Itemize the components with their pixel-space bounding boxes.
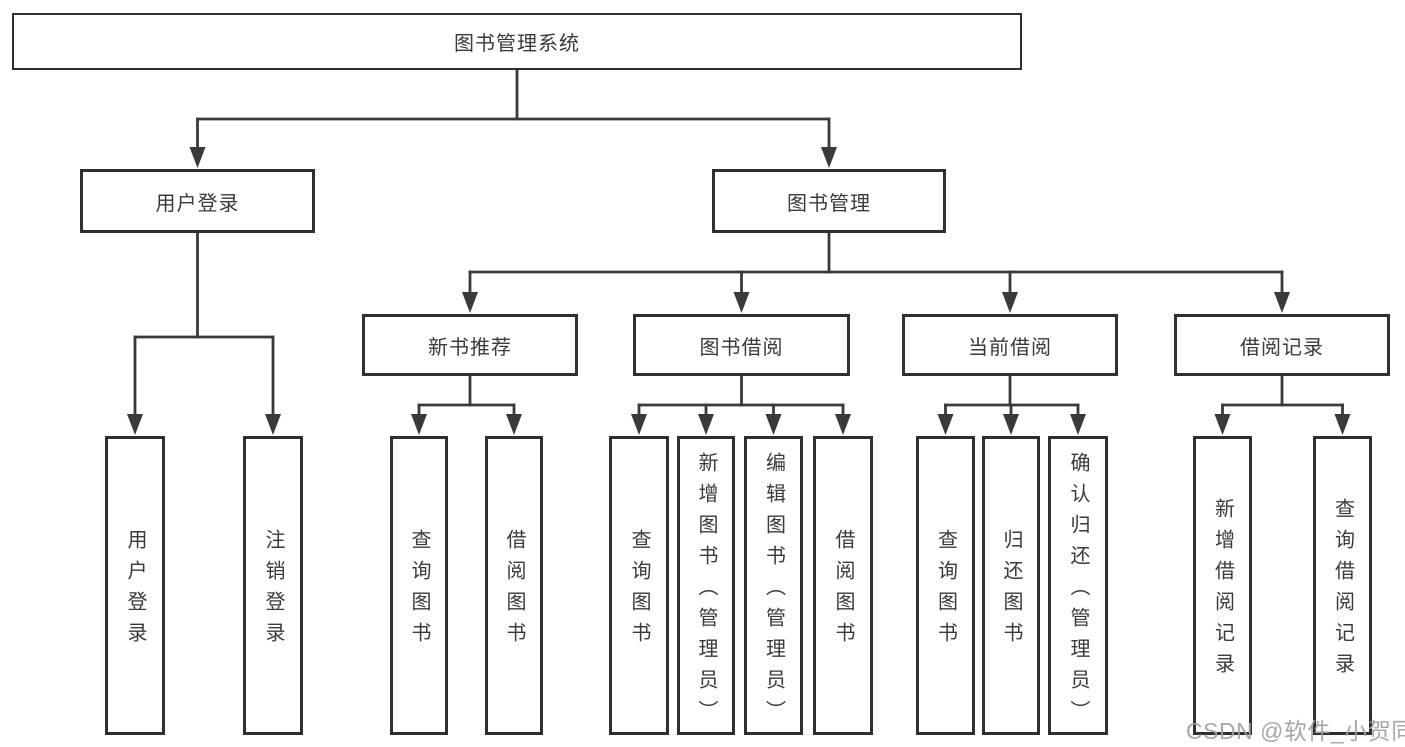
node-label: 编辑图书（管理员） xyxy=(762,451,785,731)
node-label: 用户登录 xyxy=(124,529,146,653)
leaf-edit-books-admin: 编辑图书（管理员） xyxy=(744,436,803,735)
node-label: 查询图书 xyxy=(628,529,650,653)
node-new-book-recommend: 新书推荐 xyxy=(362,314,578,376)
node-label: 借阅记录 xyxy=(1240,336,1324,359)
node-label: 图书管理 xyxy=(787,192,871,215)
node-label: 新增借阅记录 xyxy=(1211,498,1234,684)
node-label: 查询借阅记录 xyxy=(1331,498,1354,684)
node-label: 查询图书 xyxy=(408,529,430,653)
node-label: 当前借阅 xyxy=(968,336,1052,359)
watermark-csdn: CSDN @软件_小贺同学 xyxy=(1186,718,1405,744)
leaf-return-books: 归还图书 xyxy=(982,436,1040,735)
node-book-borrow: 图书借阅 xyxy=(633,314,850,376)
leaf-query-books-current: 查询图书 xyxy=(916,436,975,735)
node-label: 确认归还（管理员） xyxy=(1067,451,1089,731)
leaf-confirm-return-admin: 确认归还（管理员） xyxy=(1048,436,1108,735)
node-label: 用户登录 xyxy=(155,192,240,215)
node-label: 查询图书 xyxy=(934,529,957,653)
leaf-borrow-books-recommend: 借阅图书 xyxy=(485,436,543,735)
node-label: 借阅图书 xyxy=(832,529,854,653)
node-label: 新书推荐 xyxy=(428,336,512,359)
leaf-borrow-books: 借阅图书 xyxy=(813,436,873,735)
node-label: 注销登录 xyxy=(262,529,284,653)
node-label: 新增图书（管理员） xyxy=(695,451,717,731)
node-book-management: 图书管理 xyxy=(712,169,946,233)
leaf-query-books-borrow: 查询图书 xyxy=(609,436,669,735)
leaf-add-borrow-record: 新增借阅记录 xyxy=(1193,436,1252,735)
leaf-user-login: 用户登录 xyxy=(105,436,165,735)
node-label: 归还图书 xyxy=(1000,529,1022,653)
node-current-borrow: 当前借阅 xyxy=(902,314,1118,376)
node-label: 图书借阅 xyxy=(699,336,784,359)
leaf-add-books-admin: 新增图书（管理员） xyxy=(677,436,735,735)
node-label: 图书管理系统 xyxy=(454,33,580,55)
node-user-login: 用户登录 xyxy=(80,169,315,233)
leaf-query-books-recommend: 查询图书 xyxy=(390,436,448,735)
node-label: 借阅图书 xyxy=(503,529,525,653)
node-borrow-record: 借阅记录 xyxy=(1174,314,1390,376)
leaf-query-borrow-record: 查询借阅记录 xyxy=(1313,436,1372,735)
node-library-management-system: 图书管理系统 xyxy=(12,13,1022,70)
leaf-logout: 注销登录 xyxy=(243,436,303,735)
